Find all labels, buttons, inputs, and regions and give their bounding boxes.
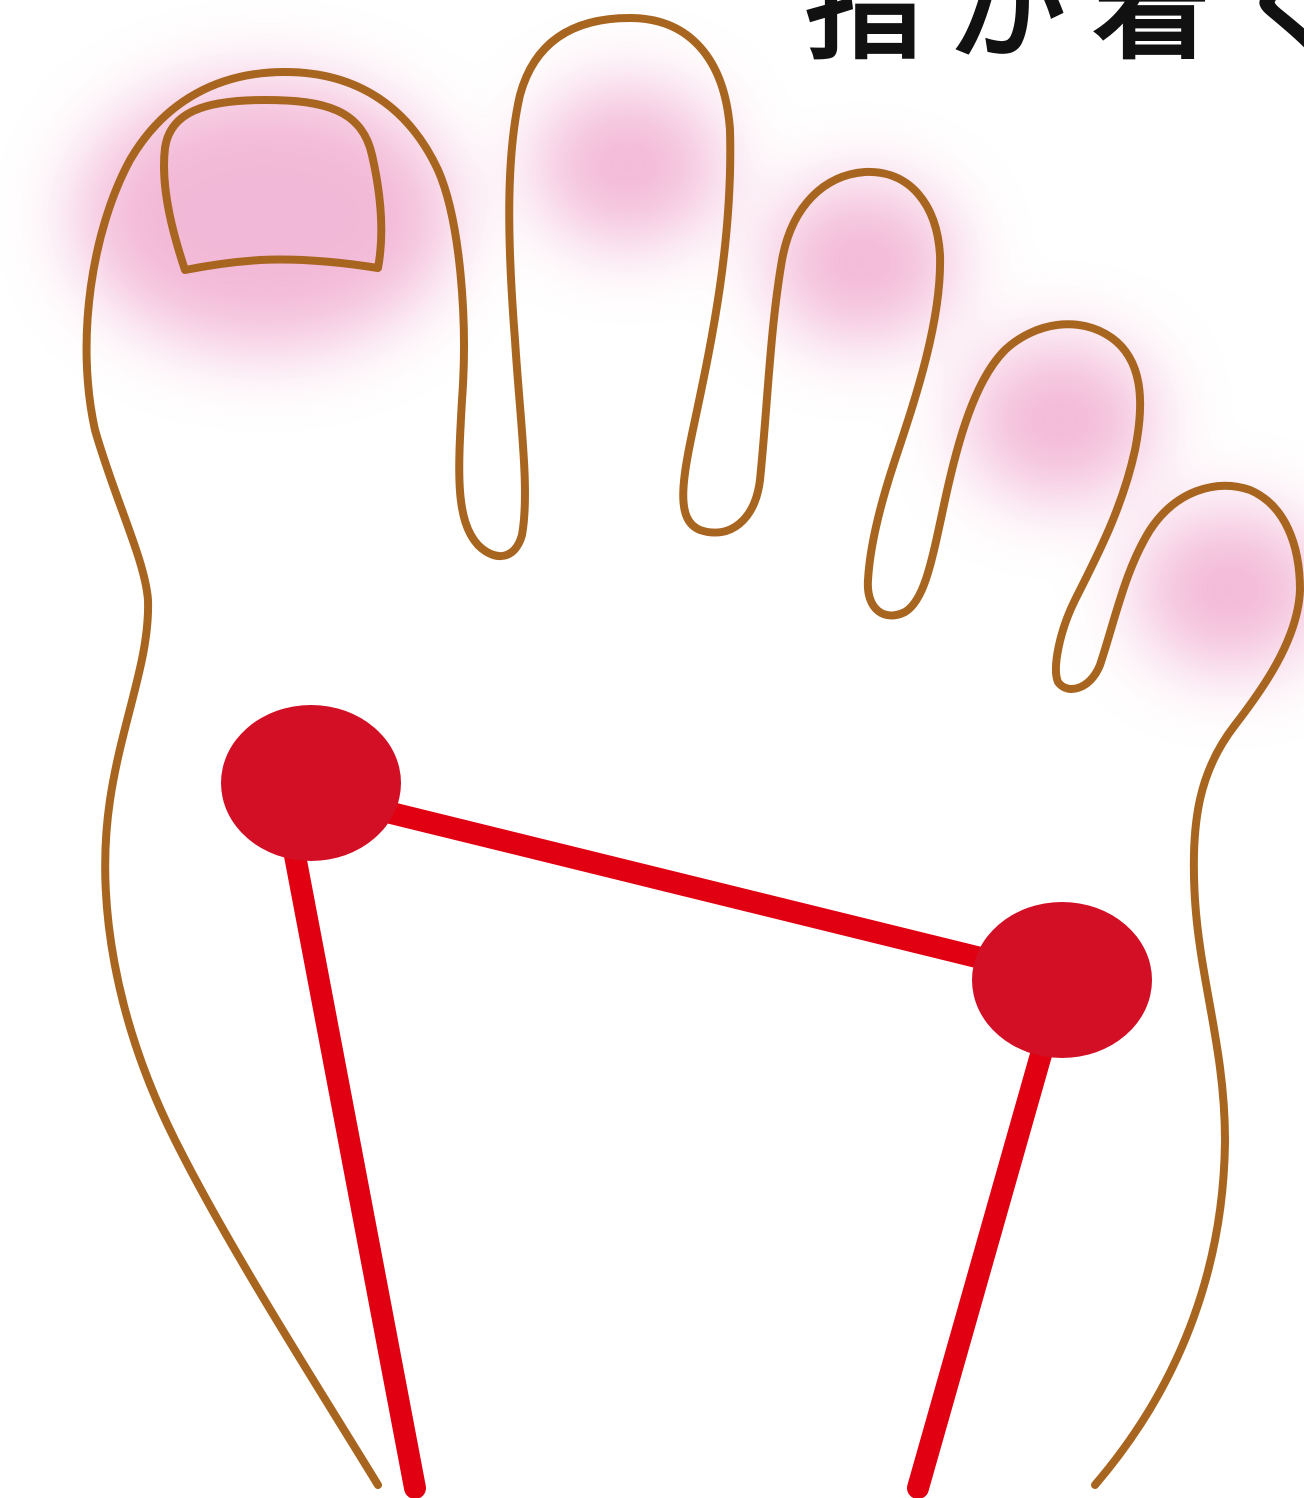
toe-highlight-group: [75, 80, 1304, 670]
contact-point-big-toe-base: [221, 705, 401, 861]
connector-line-cross: [318, 795, 1062, 978]
connector-line-left: [293, 845, 415, 1488]
toe-highlight-big-toe: [75, 80, 455, 350]
contact-point-little-toe-base: [972, 902, 1152, 1058]
toe-highlight-second-toe: [533, 85, 723, 245]
connector-line-right: [918, 1030, 1048, 1488]
connector-lines: [293, 795, 1062, 1488]
toe-highlight-fifth-toe: [1135, 510, 1304, 670]
